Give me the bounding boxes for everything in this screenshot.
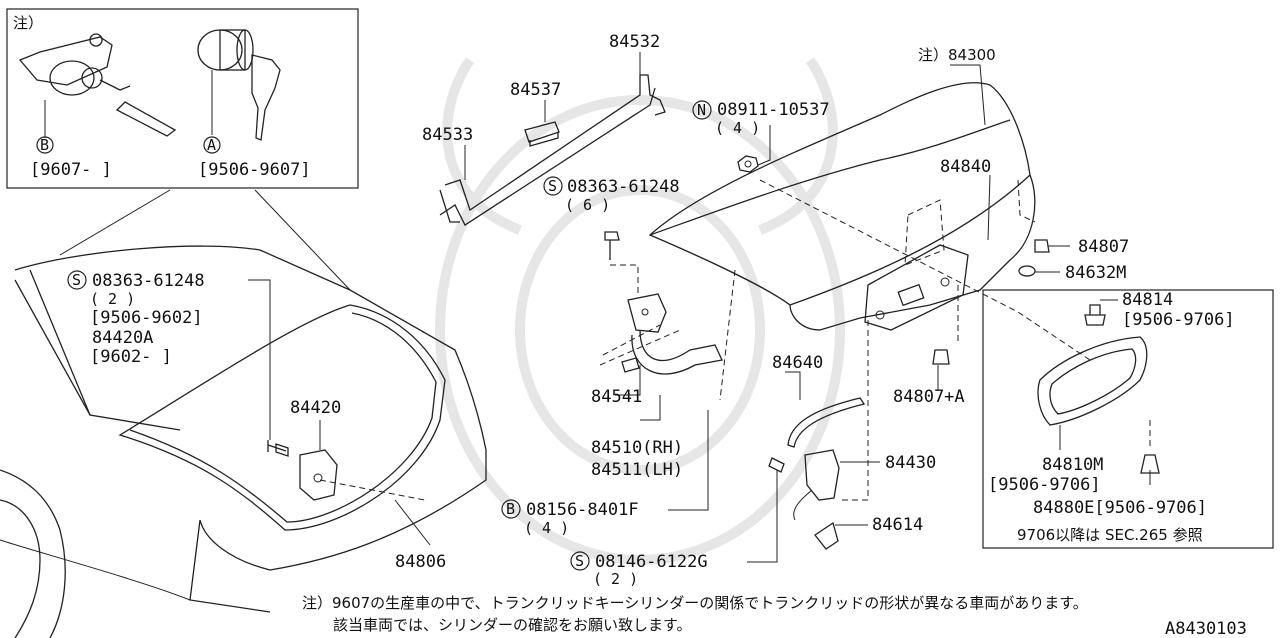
footer: 注）9607の生産車の中で、トランクリッドキーシリンダーの関係でトランクリッドの…	[302, 594, 1247, 638]
watermark	[435, 57, 845, 565]
stay-84640	[787, 397, 866, 448]
label-84532: 84532	[609, 32, 660, 52]
label-08911-qty: ( 4 )	[715, 119, 760, 137]
label-84807: 84807	[1078, 237, 1129, 257]
label-84840: 84840	[940, 157, 991, 177]
bumper-84807	[1034, 239, 1050, 253]
clip-84537	[524, 121, 560, 147]
label-84807a: 84807+A	[893, 387, 965, 407]
label-84640: 84640	[772, 353, 823, 373]
label-84300: 注）84300	[918, 46, 996, 64]
label-08363-left: 08363-61248	[92, 271, 205, 291]
label-84814: 84814	[1122, 290, 1173, 310]
label-08363-left-qty: ( 2 )	[90, 290, 135, 308]
bushing-84541	[621, 357, 640, 373]
label-84430: 84430	[885, 453, 936, 473]
finisher-box	[982, 289, 1274, 549]
b-code-circle: B	[506, 500, 515, 518]
plug-84632m	[1018, 265, 1036, 277]
part-labels: 84532 84537 84533 N 08911-10537 ( 4 ) 注）…	[67, 32, 1235, 588]
label-84537: 84537	[510, 80, 561, 100]
label-08363-top-qty: ( 6 )	[565, 196, 610, 214]
n-code-circle: N	[697, 101, 706, 119]
label-08363-top: 08363-61248	[567, 177, 680, 197]
label-08156: 08156-8401F	[526, 500, 639, 520]
key-cylinder-a	[197, 29, 281, 141]
label-84880e: 84880E[9506-9706]	[1033, 498, 1207, 518]
variant-b-range: [9607- ]	[30, 160, 112, 180]
label-08156-qty: ( 4 )	[524, 519, 569, 537]
trunk-lock-84420	[267, 440, 338, 501]
label-84810m-range: [9506-9706]	[988, 475, 1101, 495]
label-08146-qty: ( 2 )	[593, 570, 638, 588]
trunk-lid-84300	[648, 82, 1036, 331]
key-cylinder-b	[18, 33, 177, 138]
inset-box: 注） B [9607- ] A [9506-9607]	[6, 8, 359, 189]
label-84810m: 84810M	[1042, 455, 1103, 475]
variant-b-circle: B	[40, 136, 49, 154]
bolt-08363-top	[604, 231, 620, 260]
leader-lines	[248, 52, 1151, 563]
label-84420a: 84420A	[92, 328, 153, 348]
label-84420a-range: [9602- ]	[90, 347, 172, 367]
label-84806: 84806	[395, 552, 446, 572]
striker-84614	[814, 521, 839, 550]
label-84614: 84614	[872, 515, 923, 535]
variant-a-range: [9506-9607]	[198, 160, 311, 180]
car-body-outline	[0, 189, 487, 638]
label-08911: 08911-10537	[717, 100, 830, 120]
footer-note-line2: 該当車両では、シリンダーの確認をお願い致します。	[333, 616, 692, 634]
label-84814-range: [9506-9706]	[1122, 310, 1235, 330]
label-84632m: 84632M	[1065, 263, 1126, 283]
diagram-code: A8430103	[1165, 619, 1247, 638]
dashed-guides	[319, 179, 1151, 501]
label-84541: 84541	[591, 387, 642, 407]
variant-a-circle: A	[207, 136, 216, 154]
torsion-bars	[439, 74, 666, 226]
footer-note-line1: 注）9607の生産車の中で、トランクリッドキーシリンダーの関係でトランクリッドの…	[302, 594, 1088, 612]
label-84511: 84511(LH)	[591, 460, 683, 480]
label-84533: 84533	[422, 125, 473, 145]
label-08363-left-range: [9506-9602]	[90, 308, 203, 328]
latch-84430	[768, 449, 840, 521]
label-08146: 08146-6122G	[595, 552, 708, 572]
nut-08911	[737, 155, 759, 173]
inset-note-mark: 注）	[13, 14, 43, 32]
bumper-84807a	[932, 349, 950, 365]
label-84510: 84510(RH)	[591, 438, 683, 458]
sec-note: 9706以降は SEC.265 参照	[1017, 526, 1203, 544]
s-code-circle-1: S	[548, 177, 557, 195]
hinge-84510	[627, 293, 723, 375]
s-code-circle-3: S	[575, 552, 584, 570]
s-code-circle-2: S	[72, 271, 81, 289]
label-84420: 84420	[290, 398, 341, 418]
